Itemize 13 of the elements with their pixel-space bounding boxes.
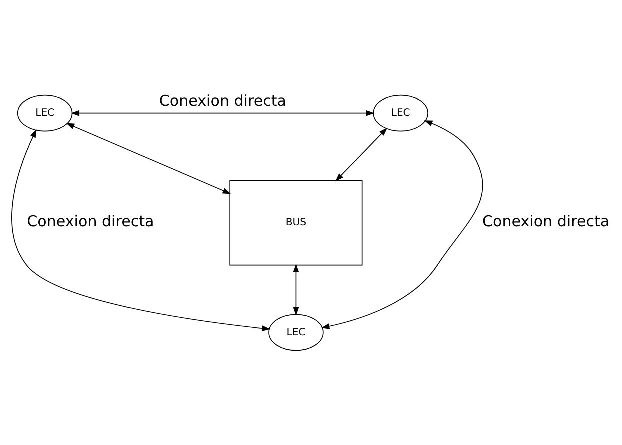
node-ellipse: LEC <box>268 314 324 351</box>
node-ellipse: LEC <box>373 94 428 132</box>
arrow <box>66 122 232 194</box>
arrow <box>336 127 388 182</box>
arrow <box>321 120 484 329</box>
edge-label: Conexion directa <box>159 92 287 110</box>
arrow <box>293 264 300 316</box>
arrow <box>71 110 375 116</box>
arrow <box>12 128 271 331</box>
node-ellipse: LEC <box>17 94 73 132</box>
node-box: BUS <box>230 180 363 266</box>
edge-label: Conexion directa <box>482 212 610 230</box>
edge-label: Conexion directa <box>27 212 154 230</box>
